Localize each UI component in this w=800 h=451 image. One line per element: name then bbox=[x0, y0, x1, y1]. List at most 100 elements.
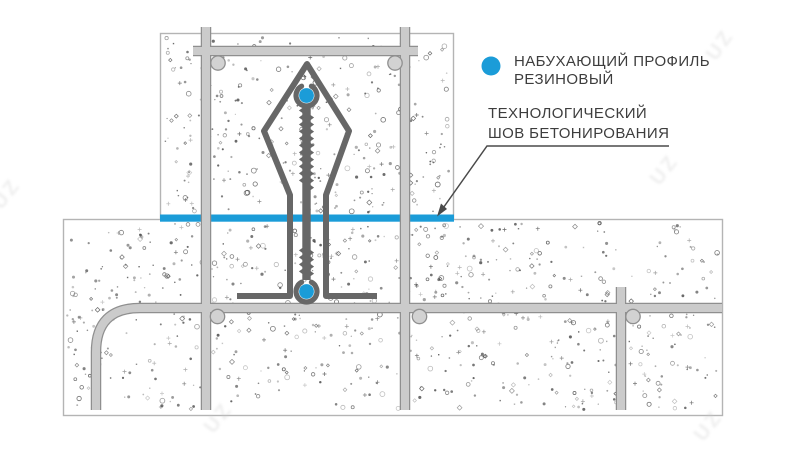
speck bbox=[94, 307, 101, 313]
speck bbox=[334, 193, 339, 198]
speck bbox=[654, 365, 657, 368]
speck bbox=[434, 389, 437, 392]
speck bbox=[649, 315, 651, 317]
speck bbox=[558, 339, 560, 341]
speck bbox=[219, 89, 223, 94]
speck bbox=[227, 208, 230, 211]
speck bbox=[670, 360, 675, 366]
speck bbox=[699, 258, 704, 263]
speck bbox=[298, 314, 300, 316]
speck bbox=[284, 161, 287, 164]
speck bbox=[432, 210, 434, 213]
speck bbox=[417, 242, 422, 247]
speck bbox=[411, 233, 414, 236]
speck bbox=[572, 391, 577, 395]
speck bbox=[344, 165, 351, 172]
speck bbox=[661, 323, 667, 329]
speck bbox=[183, 127, 185, 129]
speck bbox=[495, 292, 497, 294]
speck bbox=[303, 366, 308, 370]
speck bbox=[367, 239, 372, 243]
speck bbox=[510, 382, 517, 388]
speck bbox=[459, 226, 461, 228]
speck bbox=[173, 313, 176, 315]
speck bbox=[174, 323, 177, 326]
speck bbox=[429, 346, 435, 351]
speck bbox=[101, 357, 103, 360]
speck bbox=[244, 67, 248, 71]
speck bbox=[317, 176, 320, 180]
speck bbox=[135, 319, 137, 321]
speck bbox=[220, 195, 224, 198]
speck bbox=[76, 330, 78, 332]
speck bbox=[709, 270, 714, 274]
speck bbox=[224, 128, 228, 131]
speck bbox=[367, 210, 370, 214]
speck bbox=[243, 190, 250, 196]
speck bbox=[459, 363, 462, 367]
speck bbox=[147, 358, 152, 363]
speck bbox=[491, 238, 495, 243]
speck bbox=[508, 387, 515, 394]
speck bbox=[603, 231, 606, 233]
speck bbox=[516, 362, 519, 365]
speck bbox=[242, 365, 248, 371]
speck bbox=[442, 223, 447, 228]
rebar-slab-bent-bar-fill bbox=[92, 304, 722, 410]
speck bbox=[529, 263, 535, 269]
speck bbox=[536, 258, 538, 260]
speck bbox=[302, 328, 308, 334]
speck bbox=[143, 286, 146, 289]
speck bbox=[652, 287, 657, 292]
speck bbox=[294, 262, 297, 265]
speck bbox=[375, 380, 380, 385]
speck bbox=[190, 235, 194, 238]
speck bbox=[228, 319, 234, 325]
speck bbox=[582, 246, 585, 249]
speck bbox=[222, 133, 227, 138]
speck bbox=[154, 377, 157, 381]
speck bbox=[490, 228, 494, 232]
speck bbox=[284, 141, 289, 146]
speck bbox=[335, 250, 342, 257]
speck bbox=[236, 328, 242, 334]
speck bbox=[71, 285, 75, 289]
speck bbox=[211, 128, 214, 131]
speck bbox=[416, 356, 421, 361]
speck bbox=[472, 254, 476, 258]
speck bbox=[660, 383, 663, 386]
speck bbox=[109, 377, 112, 379]
speck bbox=[260, 36, 265, 40]
speck bbox=[85, 269, 89, 273]
speck bbox=[182, 381, 187, 386]
speck bbox=[291, 160, 297, 166]
speck bbox=[495, 259, 498, 261]
speck bbox=[327, 122, 332, 127]
speck bbox=[171, 395, 175, 399]
speck bbox=[222, 243, 224, 245]
speck bbox=[428, 264, 433, 269]
speck bbox=[221, 250, 227, 257]
speck bbox=[572, 223, 578, 230]
speck bbox=[211, 268, 213, 270]
speck bbox=[331, 82, 336, 87]
speck bbox=[293, 317, 297, 321]
speck bbox=[345, 87, 350, 91]
concrete-speckle-texture-wall bbox=[164, 36, 450, 215]
speck bbox=[366, 71, 372, 77]
speck bbox=[571, 320, 577, 326]
speck bbox=[642, 393, 648, 399]
speck bbox=[515, 393, 519, 396]
speck bbox=[142, 393, 145, 396]
speck bbox=[350, 227, 355, 232]
speck bbox=[106, 347, 109, 350]
speck bbox=[708, 321, 715, 328]
speck bbox=[443, 223, 449, 229]
speck bbox=[706, 374, 708, 376]
speck bbox=[598, 276, 603, 281]
speck bbox=[189, 119, 192, 122]
speck bbox=[340, 286, 343, 288]
speck bbox=[350, 351, 354, 355]
speck bbox=[650, 293, 652, 296]
speck bbox=[526, 317, 530, 321]
